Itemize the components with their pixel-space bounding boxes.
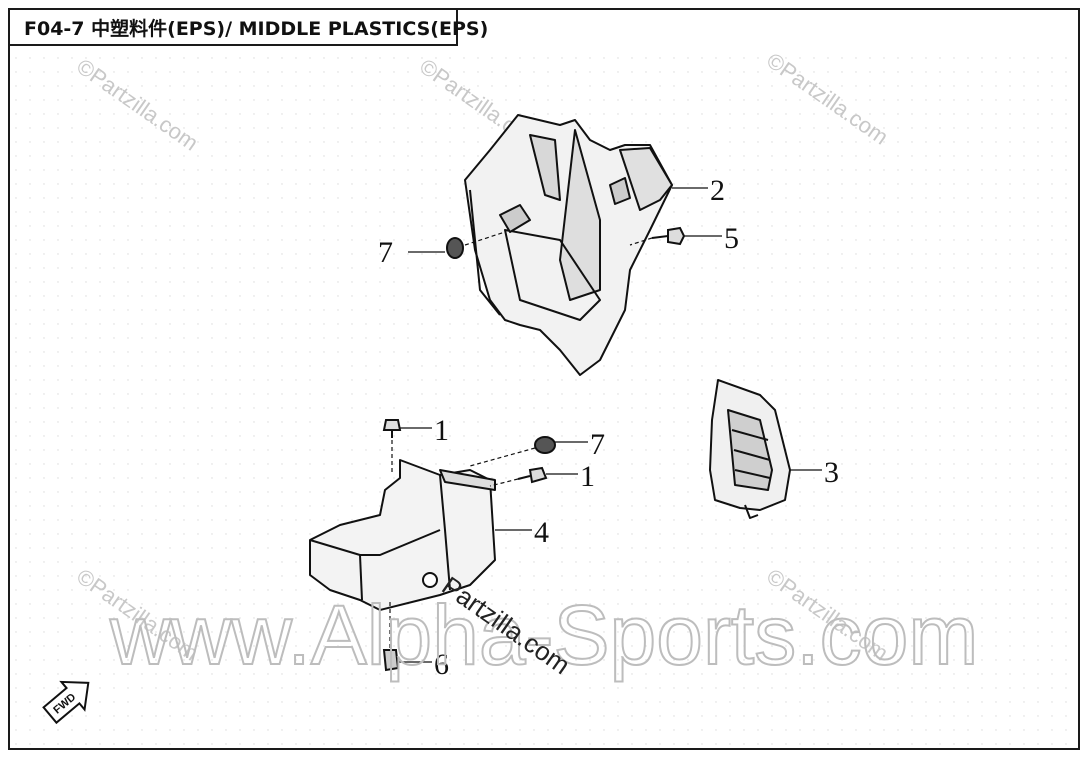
part-2-side-panel (464, 114, 673, 376)
callout-1-lower: 1 (580, 460, 595, 493)
part-7-grommet-lower (469, 436, 556, 467)
leader-lines (398, 187, 822, 663)
part-1-bolt-upper (382, 419, 402, 475)
part-4-lower-cover (309, 459, 496, 611)
callout-2: 2 (710, 174, 725, 207)
diagram-frame (8, 8, 1080, 750)
part-5-push-pin (629, 226, 686, 246)
callout-5: 5 (724, 222, 739, 255)
callout-7-lower: 7 (590, 428, 605, 461)
callout-1-upper: 1 (434, 414, 449, 447)
callout-labels: 2 7 5 1 7 1 3 4 6 (378, 174, 839, 681)
watermark-alpha-sports: www.Alpha-Sports.com (109, 588, 978, 682)
callout-6: 6 (434, 648, 449, 681)
part-6-clip (382, 600, 400, 672)
diagram-title: F04-7 中塑料件(EPS)/ MIDDLE PLASTICS(EPS) (8, 8, 488, 46)
callout-3: 3 (824, 456, 839, 489)
callout-7-upper: 7 (378, 236, 393, 269)
callout-4: 4 (534, 516, 549, 549)
part-3-grille-cover (709, 379, 791, 519)
part-7-grommet-upper (446, 231, 506, 259)
part-1-bolt-lower (489, 466, 548, 487)
